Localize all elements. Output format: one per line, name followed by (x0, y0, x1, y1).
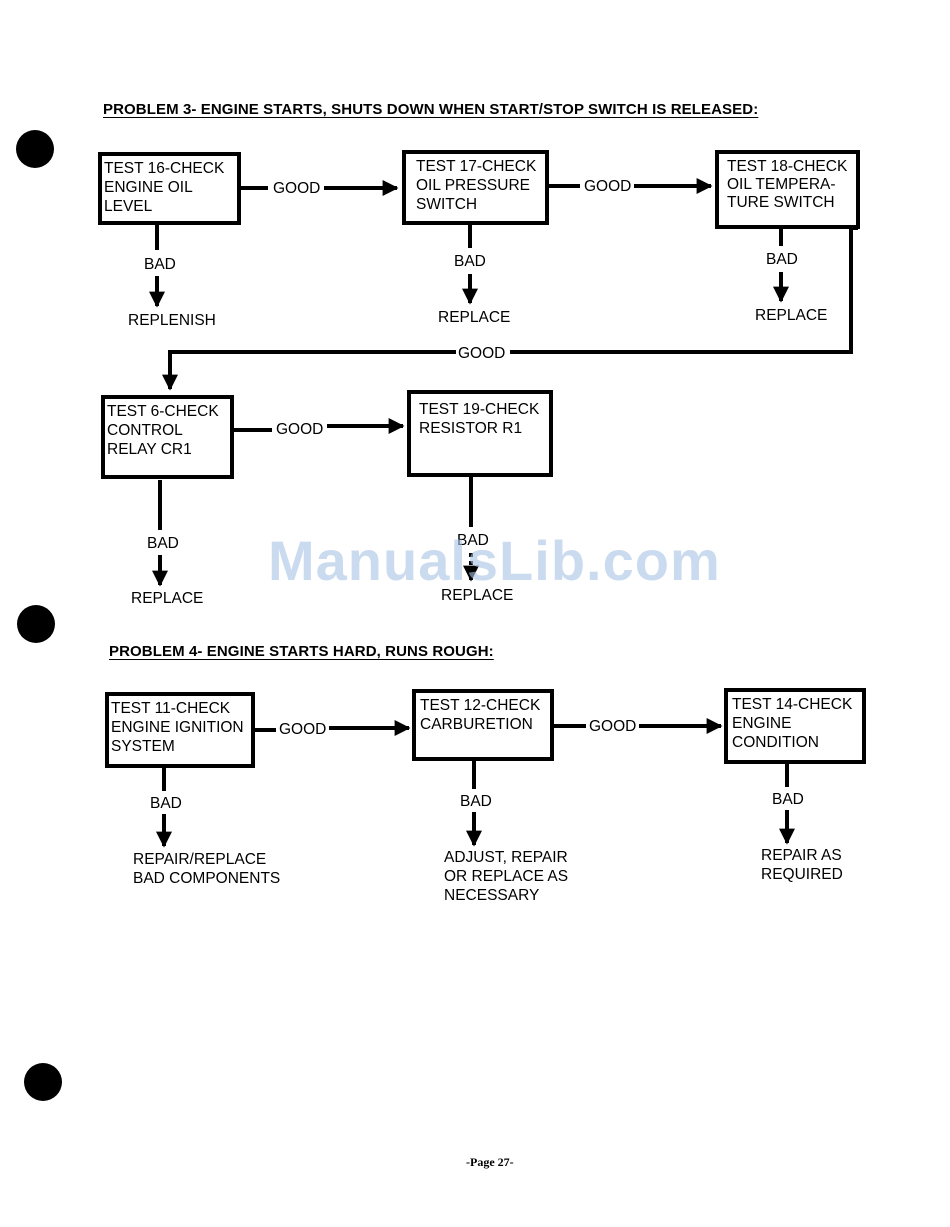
bad-label-11: BAD (150, 795, 182, 812)
test-17-box: TEST 17-CHECK OIL PRESSURE SWITCH (402, 150, 549, 225)
result-19: REPLACE (441, 587, 514, 604)
test-12-box: TEST 12-CHECK CARBURETION (412, 689, 554, 761)
bad-label-17: BAD (454, 253, 486, 270)
bad-label-19: BAD (457, 532, 489, 549)
test-6-box: TEST 6-CHECK CONTROL RELAY CR1 (101, 395, 234, 479)
bad-label-12: BAD (460, 793, 492, 810)
test-19-box: TEST 19-CHECK RESISTOR R1 (407, 390, 553, 477)
problem-3-heading: PROBLEM 3- ENGINE STARTS, SHUTS DOWN WHE… (103, 101, 759, 118)
result-12: ADJUST, REPAIR OR REPLACE AS NECESSARY (444, 849, 569, 904)
good-label-18: GOOD (458, 345, 506, 362)
bad-label-16: BAD (144, 256, 176, 273)
good-label-12: GOOD (589, 718, 637, 735)
problem-4-heading: PROBLEM 4- ENGINE STARTS HARD, RUNS ROUG… (109, 643, 494, 660)
good-label-16: GOOD (273, 180, 321, 197)
test-14-box: TEST 14-CHECK ENGINE CONDITION (724, 688, 866, 764)
bad-label-18: BAD (766, 251, 798, 268)
result-16: REPLENISH (128, 312, 216, 329)
good-label-6: GOOD (276, 421, 324, 438)
test-11-box: TEST 11-CHECK ENGINE IGNITION SYSTEM (105, 692, 255, 768)
test-18-box: TEST 18-CHECK OIL TEMPERA- TURE SWITCH (715, 150, 860, 229)
result-6: REPLACE (131, 590, 204, 607)
binder-hole-middle (17, 605, 55, 643)
page-number: -Page 27- (466, 1155, 514, 1169)
good-label-11: GOOD (279, 721, 327, 738)
result-17: REPLACE (438, 309, 511, 326)
watermark: ManualsLib.com (268, 529, 721, 592)
result-14: REPAIR AS REQUIRED (761, 847, 843, 883)
binder-hole-bottom (24, 1063, 62, 1101)
test-16-box: TEST 16-CHECK ENGINE OIL LEVEL (98, 152, 241, 225)
good-label-17: GOOD (584, 178, 632, 195)
result-18: REPLACE (755, 307, 828, 324)
good-loop-18-6 (510, 226, 858, 354)
result-11: REPAIR/REPLACE BAD COMPONENTS (133, 851, 281, 887)
binder-hole-top (16, 130, 54, 168)
bad-label-14: BAD (772, 791, 804, 808)
bad-label-6: BAD (147, 535, 179, 552)
